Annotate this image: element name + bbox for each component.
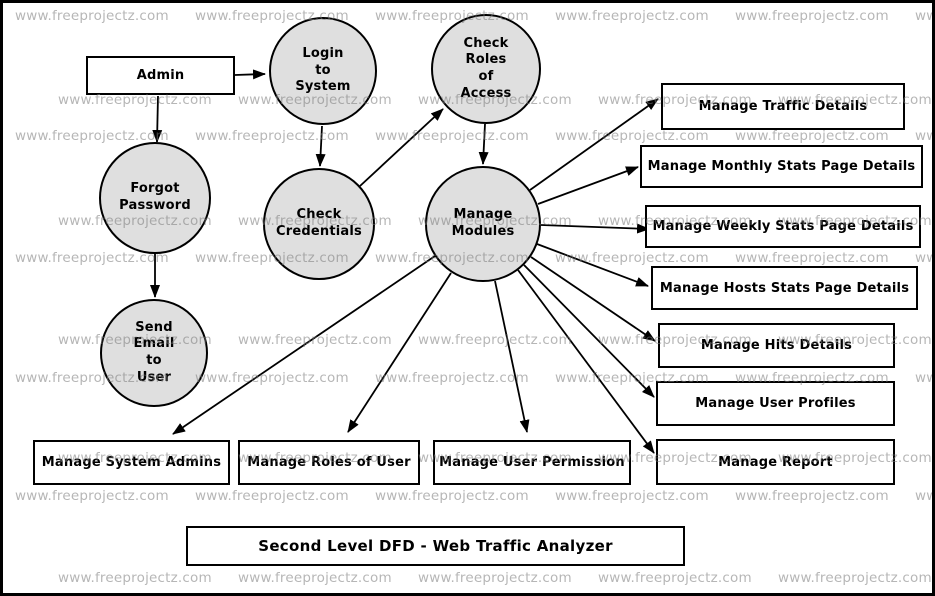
flow-arrow-manage_modules-to-manage_system_admins — [172, 255, 436, 435]
entity-manage-monthly-stats: Manage Monthly Stats Page Details — [640, 145, 923, 188]
process-manage-modules: Manage Modules — [425, 166, 541, 282]
flow-arrow-manage_modules-to-manage_monthly_stats — [537, 166, 639, 205]
edge-layer — [150, 69, 659, 454]
entity-admin: Admin — [86, 56, 235, 95]
flow-arrow-manage_modules-to-manage_user_permission — [494, 280, 530, 433]
entity-manage-traffic-details: Manage Traffic Details — [661, 83, 905, 130]
entity-manage-hosts-stats: Manage Hosts Stats Page Details — [651, 266, 918, 310]
flow-arrow-admin-to-login_to_system — [234, 69, 266, 80]
flow-arrow-manage_modules-to-manage_traffic_details — [529, 98, 659, 191]
flow-arrow-admin-to-forgot_password — [152, 95, 163, 143]
flow-arrow-manage_modules-to-manage_report — [517, 269, 655, 454]
process-forgot-password: Forgot Password — [99, 142, 211, 254]
flow-arrow-login_to_system-to-check_credentials — [315, 125, 326, 167]
process-check-credentials: Check Credentials — [263, 168, 375, 280]
flow-arrow-check_credentials-to-check_roles_of_access — [359, 108, 444, 187]
flow-arrow-manage_modules-to-manage_hosts_stats — [536, 243, 649, 287]
entity-manage-user-permission: Manage User Permission — [433, 440, 631, 485]
entity-manage-system-admins: Manage System Admins — [33, 440, 230, 485]
entity-manage-roles-of-user: Manage Roles of User — [238, 440, 420, 485]
diagram-title: Second Level DFD - Web Traffic Analyzer — [186, 526, 685, 566]
flow-arrow-manage_modules-to-manage_user_profiles — [523, 264, 655, 398]
flow-arrow-manage_modules-to-manage_hits_details — [530, 256, 656, 342]
process-check-roles-of-access: Check Roles of Access — [431, 14, 541, 124]
flow-arrow-manage_modules-to-manage_weekly_stats — [540, 223, 650, 234]
entity-manage-report: Manage Report — [656, 439, 895, 485]
process-login-to-system: Login to System — [269, 17, 377, 125]
entity-manage-hits-details: Manage Hits Details — [658, 323, 895, 368]
entity-manage-weekly-stats: Manage Weekly Stats Page Details — [645, 205, 921, 248]
entity-manage-user-profiles: Manage User Profiles — [656, 381, 895, 426]
flow-arrow-check_roles_of_access-to-manage_modules — [478, 123, 489, 165]
flow-arrow-manage_modules-to-manage_roles_of_user — [347, 272, 452, 433]
process-send-email-to-user: Send Email to User — [100, 299, 208, 407]
